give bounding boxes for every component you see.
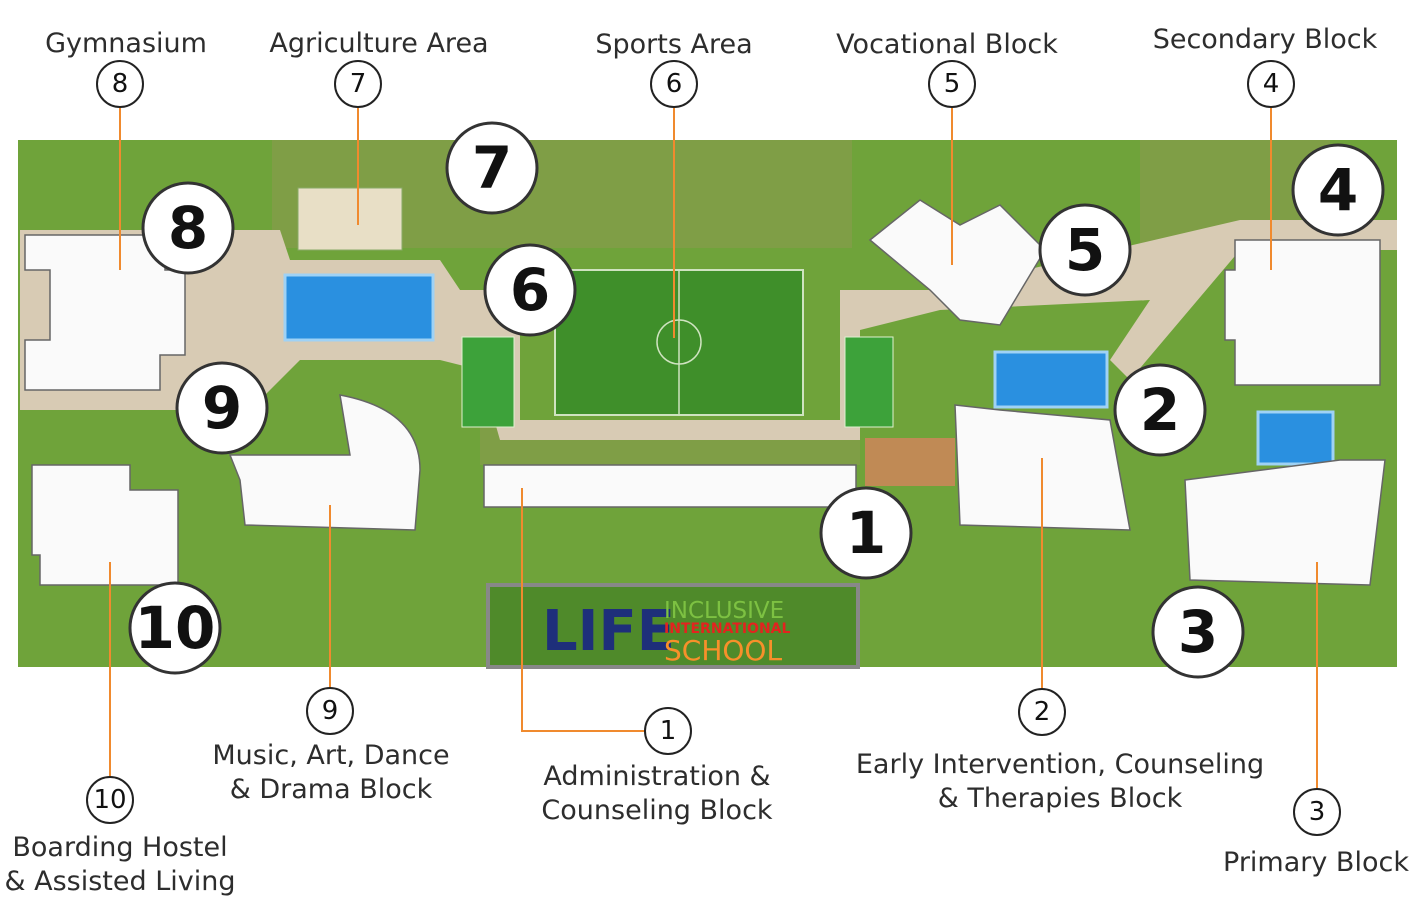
map-badge-10: 10 — [128, 581, 222, 675]
field-center-circle — [656, 319, 702, 365]
label-badge-9: 9 — [306, 687, 354, 735]
agriculture-plot — [297, 187, 403, 251]
school-logo: LIFE INCLUSIVE INTERNATIONAL SCHOOL — [542, 598, 790, 667]
svg-text:3: 3 — [1309, 797, 1326, 827]
music-art-building — [228, 394, 421, 531]
label-admin-line1: Administration & — [543, 761, 770, 792]
label-hostel-line2: & Assisted Living — [4, 866, 235, 897]
label-agriculture-area: Agriculture Area — [269, 28, 488, 59]
svg-text:6: 6 — [510, 256, 550, 324]
svg-text:4: 4 — [1318, 156, 1358, 224]
svg-text:7: 7 — [472, 134, 512, 202]
primary-building — [1184, 459, 1386, 586]
label-admin-line2: Counseling Block — [541, 795, 772, 826]
svg-text:3: 3 — [1178, 598, 1218, 666]
label-hostel-line1: Boarding Hostel — [12, 832, 227, 863]
secondary-building — [1224, 239, 1381, 386]
gymnasium-building — [24, 234, 186, 391]
label-badge-8: 8 — [96, 60, 144, 108]
label-badge-1: 1 — [644, 707, 692, 755]
map-badge-9: 9 — [175, 361, 269, 455]
svg-text:2: 2 — [1140, 376, 1180, 444]
label-music-line1: Music, Art, Dance — [212, 740, 449, 771]
svg-text:8: 8 — [112, 69, 129, 99]
label-music-line2: & Drama Block — [230, 774, 433, 805]
map-badge-3: 3 — [1151, 585, 1245, 679]
label-secondary-block: Secondary Block — [1153, 24, 1378, 55]
logo-life: LIFE — [542, 599, 675, 664]
label-gymnasium: Gymnasium — [45, 28, 207, 59]
svg-text:5: 5 — [1065, 216, 1105, 284]
tennis-court-right — [844, 336, 894, 428]
svg-text:7: 7 — [350, 69, 367, 99]
label-early-line1: Early Intervention, Counseling — [856, 749, 1264, 780]
label-badge-5: 5 — [928, 60, 976, 108]
svg-text:4: 4 — [1263, 69, 1280, 99]
label-sports-area: Sports Area — [595, 29, 752, 60]
svg-text:10: 10 — [93, 785, 126, 815]
map-badge-4: 4 — [1291, 143, 1385, 237]
svg-text:6: 6 — [666, 69, 683, 99]
swimming-pool-right — [993, 350, 1109, 409]
svg-text:2: 2 — [1034, 697, 1051, 727]
map-badge-6: 6 — [483, 243, 577, 337]
leader-lines — [109, 108, 1318, 789]
area-labels: Gymnasium Agriculture Area Sports Area V… — [4, 24, 1409, 897]
label-early-line2: & Therapies Block — [938, 783, 1183, 814]
svg-text:9: 9 — [202, 374, 242, 442]
label-badge-2: 2 — [1018, 688, 1066, 736]
administration-building — [483, 464, 857, 508]
label-badges: 8 7 6 5 4 9 1 2 10 3 — [86, 60, 1341, 836]
logo-inclusive: INCLUSIVE — [664, 598, 784, 624]
label-vocational-block: Vocational Block — [836, 29, 1058, 60]
svg-text:9: 9 — [322, 696, 339, 726]
swimming-pool-primary — [1256, 410, 1335, 466]
logo-international: INTERNATIONAL — [664, 621, 790, 637]
svg-text:1: 1 — [846, 499, 886, 567]
map-badge-8: 8 — [141, 181, 235, 275]
map-badge-1: 1 — [819, 486, 913, 580]
label-badge-6: 6 — [650, 60, 698, 108]
label-primary-block: Primary Block — [1223, 847, 1409, 878]
tennis-court-left — [461, 336, 515, 428]
map-badge-2: 2 — [1113, 363, 1207, 457]
svg-text:5: 5 — [944, 69, 961, 99]
svg-text:10: 10 — [135, 594, 216, 662]
svg-text:8: 8 — [168, 194, 208, 262]
svg-text:1: 1 — [660, 716, 677, 746]
label-badge-3: 3 — [1293, 788, 1341, 836]
label-badge-4: 4 — [1247, 60, 1295, 108]
logo-lawn — [486, 583, 860, 669]
basketball-court — [865, 438, 955, 486]
map-badges: 8 7 6 5 4 2 9 1 10 3 — [128, 121, 1385, 679]
swimming-pool-left — [283, 273, 435, 342]
label-badge-7: 7 — [334, 60, 382, 108]
leader-1 — [521, 488, 645, 732]
label-badge-10: 10 — [86, 776, 134, 824]
map-badge-5: 5 — [1038, 203, 1132, 297]
map-badge-7: 7 — [445, 121, 539, 215]
logo-school: SCHOOL — [664, 634, 782, 667]
